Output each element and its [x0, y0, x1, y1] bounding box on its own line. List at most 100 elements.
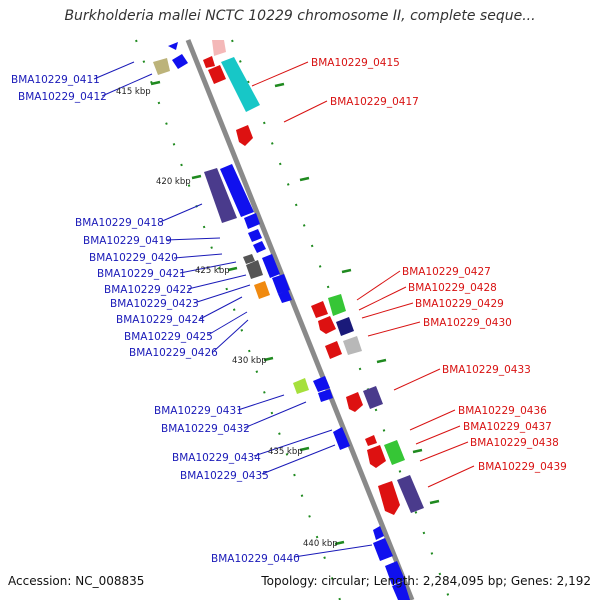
gene-feature[interactable]	[373, 538, 393, 561]
tick-label: 430 kbp	[232, 356, 267, 366]
leader-line	[237, 394, 285, 411]
gene-feature[interactable]	[248, 229, 262, 242]
gene-label[interactable]: BMA10229_0436	[458, 405, 547, 417]
tick-mark	[412, 448, 423, 454]
leader-line	[165, 237, 221, 241]
gene-label[interactable]: BMA10229_0425	[124, 331, 213, 343]
gene-label[interactable]: BMA10229_0440	[211, 553, 300, 565]
leader-line	[187, 274, 247, 290]
gene-label[interactable]: BMA10229_0419	[83, 235, 172, 247]
gene-label[interactable]: BMA10229_0437	[463, 421, 552, 433]
gene-label[interactable]: BMA10229_0435	[180, 470, 269, 482]
gene-feature[interactable]	[365, 435, 377, 446]
leader-line	[213, 319, 249, 352]
gene-label[interactable]: BMA10229_0424	[116, 314, 205, 326]
gene-label[interactable]: BMA10229_0432	[161, 423, 250, 435]
leader-line	[293, 544, 373, 558]
gene-feature[interactable]	[318, 316, 336, 334]
gene-feature[interactable]	[384, 440, 405, 465]
gene-feature[interactable]	[343, 336, 362, 355]
gene-feature[interactable]	[208, 65, 226, 84]
gene-feature[interactable]	[246, 260, 263, 279]
gene-feature[interactable]	[378, 481, 400, 515]
gene-label[interactable]: BMA10229_0427	[402, 266, 491, 278]
gene-feature[interactable]	[313, 376, 330, 392]
tick-mark	[376, 358, 387, 364]
gene-feature[interactable]	[221, 57, 260, 112]
gene-feature[interactable]	[172, 54, 188, 69]
gene-feature[interactable]	[385, 561, 405, 585]
gene-label[interactable]: BMA10229_0438	[470, 437, 559, 449]
accession-text: Accession: NC_008835	[8, 574, 145, 588]
topology-text: Topology: circular; Length: 2,284,095 bp…	[261, 574, 591, 588]
kbp-ticks	[150, 80, 440, 546]
gene-feature[interactable]	[243, 254, 255, 264]
tick-mark	[150, 80, 161, 86]
gene-feature[interactable]	[293, 378, 309, 394]
gene-feature[interactable]	[153, 58, 170, 75]
gene-feature[interactable]	[392, 581, 410, 600]
tick-label: 415 kbp	[116, 87, 151, 97]
leader-line	[427, 465, 475, 488]
gene-feature[interactable]	[336, 317, 354, 336]
gene-label[interactable]: BMA10229_0433	[442, 364, 531, 376]
leader-line	[251, 61, 309, 87]
gene-label[interactable]: BMA10229_0422	[104, 284, 193, 296]
gene-label[interactable]: BMA10229_0415	[311, 57, 400, 69]
gene-feature[interactable]	[373, 526, 384, 540]
gene-label[interactable]: BMA10229_0439	[478, 461, 567, 473]
gene-feature[interactable]	[236, 125, 253, 146]
gene-label[interactable]: BMA10229_0418	[75, 217, 164, 229]
gene-label[interactable]: BMA10229_0417	[330, 96, 419, 108]
gene-feature[interactable]	[278, 290, 292, 303]
gene-label[interactable]: BMA10229_0420	[89, 252, 178, 264]
genes-right-strand	[203, 40, 424, 515]
tick-mark	[299, 446, 310, 452]
gene-feature[interactable]	[367, 445, 386, 468]
tick-mark	[341, 268, 352, 274]
gene-feature[interactable]	[325, 341, 342, 359]
kbp-labels: 415 kbp 420 kbp 425 kbp 430 kbp 435 kbp …	[116, 87, 338, 549]
gene-label[interactable]: BMA10229_0411	[11, 74, 100, 86]
gene-feature[interactable]	[397, 475, 424, 513]
gene-label[interactable]: BMA10229_0423	[110, 298, 199, 310]
gene-label[interactable]: BMA10229_0429	[415, 298, 504, 310]
tick-mark	[429, 499, 440, 505]
genome-backbone	[185, 39, 415, 600]
tick-mark	[299, 176, 310, 182]
gene-feature[interactable]	[220, 164, 254, 217]
gene-feature[interactable]	[272, 274, 290, 294]
gene-feature[interactable]	[204, 168, 237, 223]
gene-label[interactable]: BMA10229_0428	[408, 282, 497, 294]
gene-feature[interactable]	[254, 281, 270, 299]
gene-feature[interactable]	[203, 56, 215, 68]
gene-label[interactable]: BMA10229_0431	[154, 405, 243, 417]
gene-feature[interactable]	[168, 42, 178, 50]
leader-line	[179, 261, 237, 274]
gene-feature[interactable]	[333, 427, 350, 450]
gene-feature[interactable]	[212, 40, 226, 56]
gene-labels-right: BMA10229_0415 BMA10229_0417 BMA10229_042…	[311, 57, 567, 473]
gene-labels-left: BMA10229_0411 BMA10229_0412 BMA10229_041…	[11, 74, 300, 565]
gene-label[interactable]: BMA10229_0421	[97, 268, 186, 280]
genes-left-strand	[153, 42, 410, 600]
gene-feature[interactable]	[253, 241, 266, 253]
tick-label: 440 kbp	[303, 539, 338, 549]
leader-line	[358, 286, 407, 311]
gene-feature[interactable]	[346, 392, 363, 412]
leader-line	[361, 302, 414, 319]
tick-mark	[274, 82, 285, 88]
gene-label[interactable]: BMA10229_0412	[18, 91, 107, 103]
gene-feature[interactable]	[328, 294, 346, 316]
gene-label[interactable]: BMA10229_0426	[129, 347, 218, 359]
gene-feature[interactable]	[363, 386, 383, 409]
gene-feature[interactable]	[244, 213, 260, 229]
leader-line	[356, 270, 401, 301]
gene-label[interactable]: BMA10229_0434	[172, 452, 261, 464]
gene-label[interactable]: BMA10229_0430	[423, 317, 512, 329]
gene-feature[interactable]	[262, 254, 280, 278]
gene-feature[interactable]	[318, 389, 333, 402]
leader-line	[93, 61, 135, 80]
gene-feature[interactable]	[311, 301, 328, 318]
